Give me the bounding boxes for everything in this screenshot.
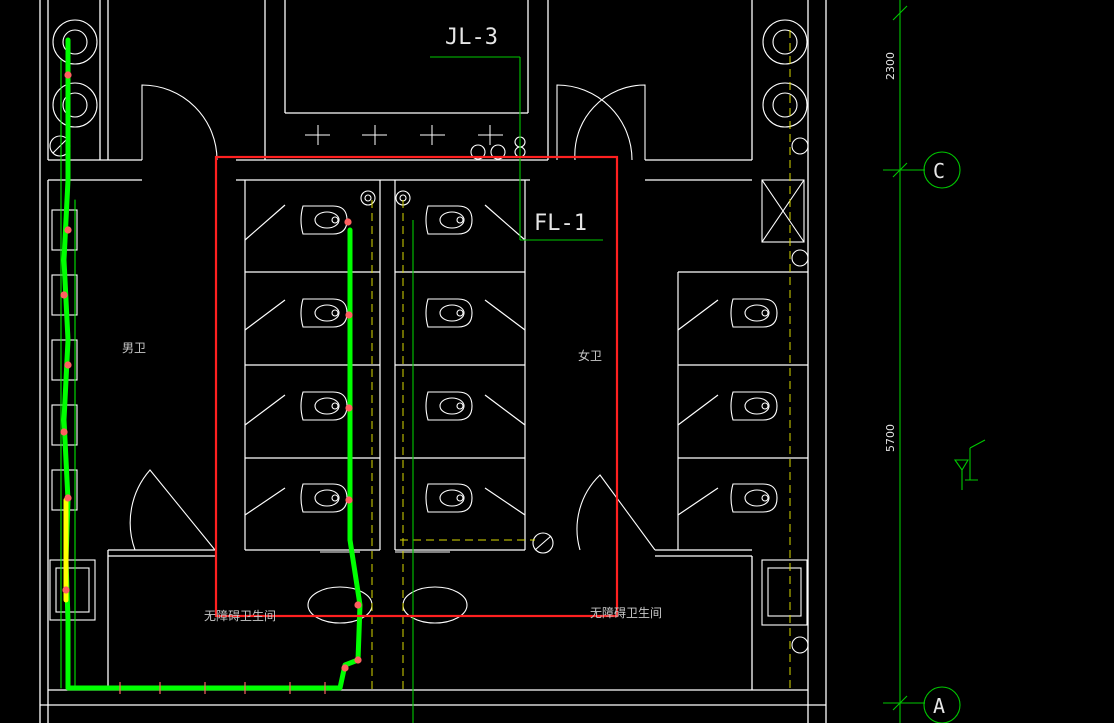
squat-toilet-icon <box>300 298 348 328</box>
squat-toilet-icon <box>300 391 348 421</box>
squat-toilet-bowl <box>744 304 770 322</box>
pipe-fitting-mark <box>64 361 72 369</box>
right-fixtures <box>307 19 809 654</box>
squat-toilet-icon <box>730 298 778 328</box>
squat-toilet-drain <box>456 216 464 224</box>
squat-toilet-bowl <box>314 397 340 415</box>
squat-toilet-drain <box>761 494 769 502</box>
squat-toilet-bowl <box>314 304 340 322</box>
pipe-fitting-mark <box>344 218 352 226</box>
drain-pipe-run <box>60 37 363 691</box>
squat-toilet-bowl <box>439 211 465 229</box>
squat-toilet-bowl <box>314 211 340 229</box>
squat-toilet-bowl <box>439 397 465 415</box>
axis-a-label: A <box>933 694 945 718</box>
pipe-fitting-mark <box>345 496 353 504</box>
riser-fl-label: FL-1 <box>534 211 587 236</box>
squat-toilets <box>300 205 778 513</box>
pipe-fitting-mark <box>341 664 349 672</box>
building-walls <box>39 0 827 723</box>
squat-toilet-bowl <box>439 489 465 507</box>
selection-box[interactable] <box>214 155 619 618</box>
pipe-fitting-mark <box>354 601 362 609</box>
squat-toilet-icon <box>425 205 473 235</box>
squat-toilet-bowl <box>439 304 465 322</box>
pipe-fitting-mark <box>64 71 72 79</box>
pipe-fitting-mark <box>345 404 353 412</box>
squat-toilet-icon <box>425 298 473 328</box>
axis-lines <box>412 0 986 723</box>
squat-toilet-drain <box>331 216 339 224</box>
squat-toilet-drain <box>761 309 769 317</box>
squat-toilet-drain <box>331 494 339 502</box>
accessible-room-left-label: 无障碍卫生间 <box>204 608 276 623</box>
men-room-label: 男卫 <box>122 341 146 355</box>
pipe-fitting-mark <box>345 311 353 319</box>
squat-toilet-bowl <box>744 489 770 507</box>
squat-toilet-icon <box>730 483 778 513</box>
riser-jl-label: JL-3 <box>445 25 498 50</box>
squat-toilet-drain <box>456 402 464 410</box>
squat-toilet-bowl <box>314 489 340 507</box>
pipe-fitting-mark <box>354 656 362 664</box>
squat-toilet-drain <box>456 494 464 502</box>
pipe-fitting-mark <box>60 428 68 436</box>
squat-toilet-icon <box>425 483 473 513</box>
stall-partitions <box>244 180 808 551</box>
door-swings <box>129 84 656 553</box>
squat-toilet-icon <box>300 483 348 513</box>
pipe-fittings <box>60 71 362 694</box>
squat-toilet-icon <box>300 205 348 235</box>
squat-toilet-drain <box>761 402 769 410</box>
dimension-upper: 2300 <box>884 52 897 80</box>
corridor-marks <box>305 125 503 145</box>
squat-toilet-drain <box>331 402 339 410</box>
pipe-fitting-mark <box>60 291 68 299</box>
left-fixtures <box>49 19 98 621</box>
accessible-room-right-label: 无障碍卫生间 <box>590 605 662 620</box>
axis-c-label: C <box>933 159 945 183</box>
pipe-fitting-mark <box>64 494 72 502</box>
squat-toilet-bowl <box>744 397 770 415</box>
pipe-fitting-mark <box>62 586 70 594</box>
squat-toilet-icon <box>730 391 778 421</box>
women-room-label: 女卫 <box>578 348 602 363</box>
squat-toilet-icon <box>425 391 473 421</box>
pipe-fitting-mark <box>64 226 72 234</box>
dimension-lower: 5700 <box>884 424 897 452</box>
squat-toilet-drain <box>331 309 339 317</box>
squat-toilet-drain <box>456 309 464 317</box>
hidden-lines <box>371 30 791 690</box>
